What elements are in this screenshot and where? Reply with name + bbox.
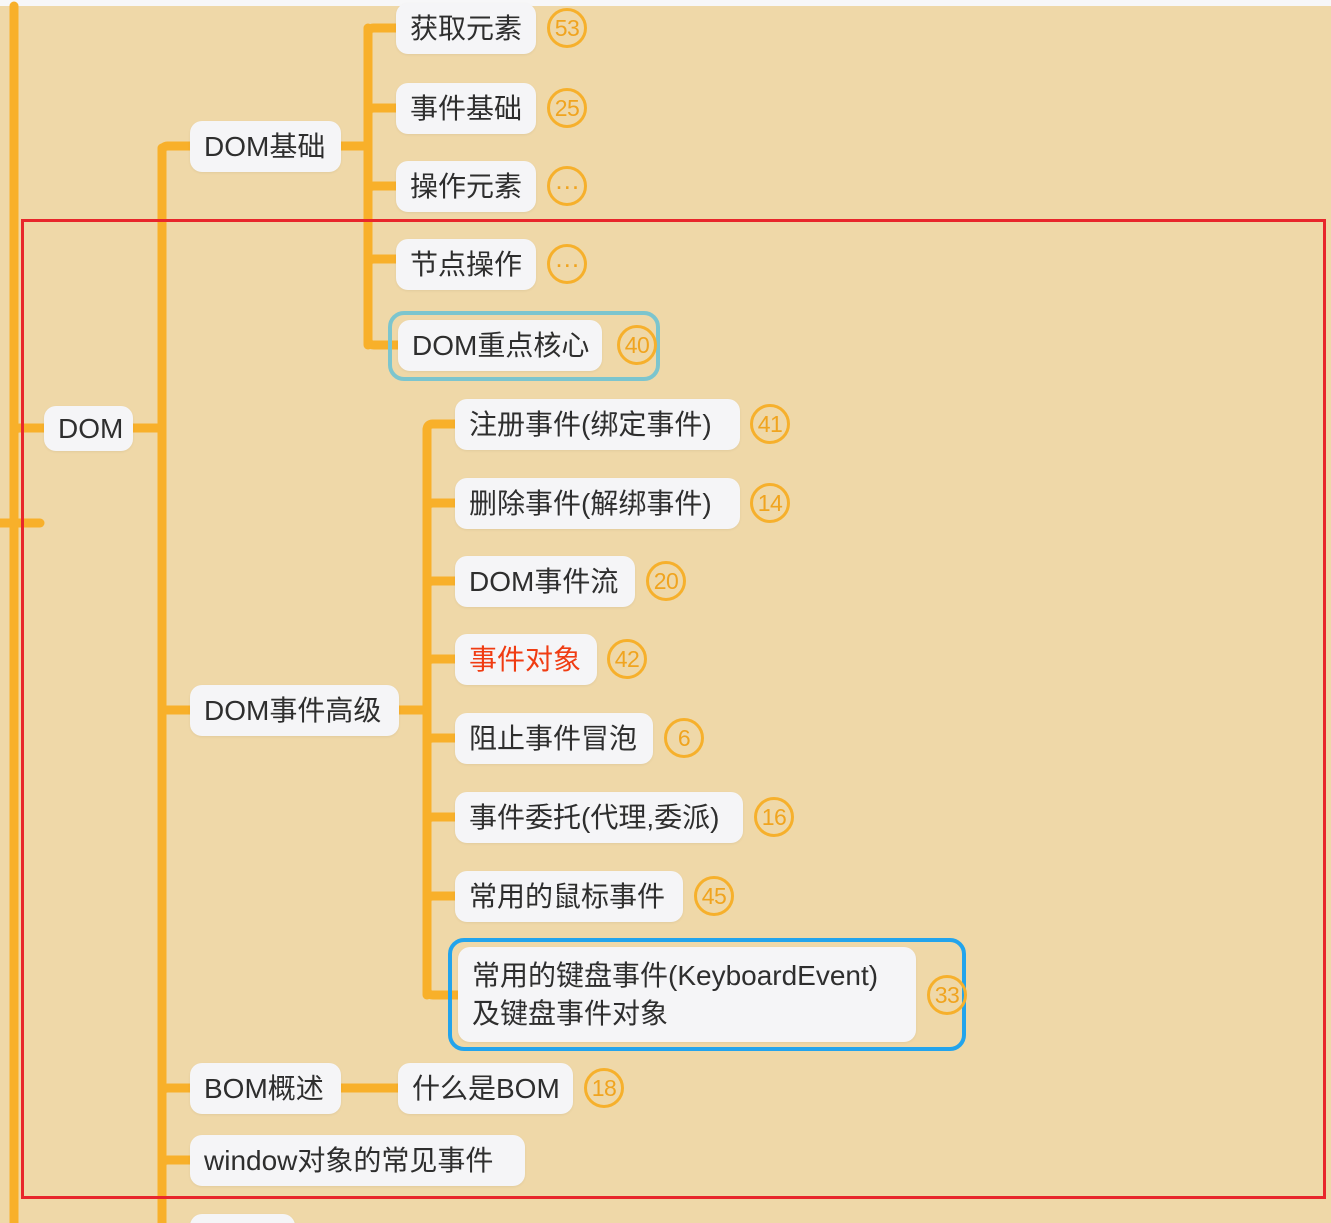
node-label: 事件基础: [410, 92, 523, 124]
badge-operate-element[interactable]: …: [547, 165, 587, 206]
node-dom-basics[interactable]: DOM基础: [190, 121, 341, 172]
node-window-events[interactable]: window对象的常见事件: [190, 1135, 525, 1186]
node-next-partial[interactable]: [190, 1214, 295, 1223]
badge-count: 16: [761, 803, 787, 830]
badge-count: 45: [701, 882, 727, 909]
badge-dom-core[interactable]: 40: [617, 325, 657, 365]
node-event-object[interactable]: 事件对象: [455, 634, 597, 685]
node-label: DOM事件流: [469, 565, 619, 597]
node-keyboard-events[interactable]: 常用的键盘事件(KeyboardEvent) 及键盘事件对象: [458, 947, 916, 1042]
node-label: 注册事件(绑定事件): [469, 408, 712, 440]
badge-count: 33: [934, 981, 960, 1008]
node-bom-overview[interactable]: BOM概述: [190, 1063, 341, 1114]
badge-event-basics[interactable]: 25: [547, 88, 587, 128]
badge-what-is-bom[interactable]: 18: [584, 1068, 624, 1108]
node-label: BOM概述: [204, 1072, 324, 1104]
node-dom-event-flow[interactable]: DOM事件流: [455, 556, 635, 607]
node-label: 阻止事件冒泡: [469, 722, 638, 754]
node-dom-core[interactable]: DOM重点核心: [398, 320, 602, 371]
node-stop-bubble[interactable]: 阻止事件冒泡: [455, 713, 653, 764]
node-label: 删除事件(解绑事件): [469, 487, 712, 519]
node-label: 节点操作: [410, 248, 523, 280]
badge-keyboard-events[interactable]: 33: [927, 975, 967, 1015]
badge-count: …: [554, 165, 580, 195]
badge-event-delegate[interactable]: 16: [754, 797, 794, 837]
node-node-operate[interactable]: 节点操作: [396, 239, 536, 290]
node-label: DOM基础: [204, 130, 326, 162]
badge-event-object[interactable]: 42: [607, 639, 647, 679]
node-label: 常用的鼠标事件: [469, 880, 666, 912]
badge-dom-event-flow[interactable]: 20: [646, 561, 686, 601]
node-label: 什么是BOM: [412, 1072, 560, 1104]
node-operate-element[interactable]: 操作元素: [396, 161, 536, 212]
badge-count: 42: [614, 645, 640, 672]
badge-count: 40: [624, 331, 650, 358]
badge-count: 41: [757, 410, 783, 437]
badge-count: 6: [677, 724, 691, 751]
node-label: DOM重点核心: [412, 329, 590, 361]
node-label: 获取元素: [410, 12, 523, 44]
node-event-delegate[interactable]: 事件委托(代理,委派): [455, 792, 743, 843]
badge-count: 25: [554, 94, 580, 121]
badge-get-element[interactable]: 53: [547, 8, 587, 48]
badge-mouse-events[interactable]: 45: [694, 876, 734, 916]
badge-register-event[interactable]: 41: [750, 404, 790, 444]
node-what-is-bom[interactable]: 什么是BOM: [398, 1063, 573, 1114]
node-label: 事件委托(代理,委派): [469, 801, 720, 833]
node-remove-event[interactable]: 删除事件(解绑事件): [455, 478, 740, 529]
node-event-basics[interactable]: 事件基础: [396, 83, 536, 134]
node-label: 操作元素: [410, 170, 523, 202]
node-label: window对象的常见事件: [204, 1144, 494, 1176]
node-get-element[interactable]: 获取元素: [396, 3, 536, 54]
badge-count: 14: [757, 489, 783, 516]
node-register-event[interactable]: 注册事件(绑定事件): [455, 399, 740, 450]
badge-count: 20: [653, 567, 679, 594]
badge-stop-bubble[interactable]: 6: [664, 718, 704, 758]
badge-count: 53: [554, 14, 580, 41]
dom-core-hover-ring: [388, 311, 660, 381]
node-label: DOM: [58, 412, 124, 444]
node-label: DOM事件高级: [204, 694, 382, 726]
badge-remove-event[interactable]: 14: [750, 483, 790, 523]
badge-count: 18: [591, 1074, 617, 1101]
node-label: 常用的键盘事件(KeyboardEvent) 及键盘事件对象: [472, 959, 879, 1029]
node-root-dom[interactable]: DOM: [44, 406, 133, 451]
node-mouse-events[interactable]: 常用的鼠标事件: [455, 871, 683, 922]
badge-node-operate[interactable]: …: [547, 243, 587, 284]
node-dom-event-advanced[interactable]: DOM事件高级: [190, 685, 399, 736]
node-label: 事件对象: [469, 643, 582, 675]
badge-count: …: [554, 243, 580, 273]
